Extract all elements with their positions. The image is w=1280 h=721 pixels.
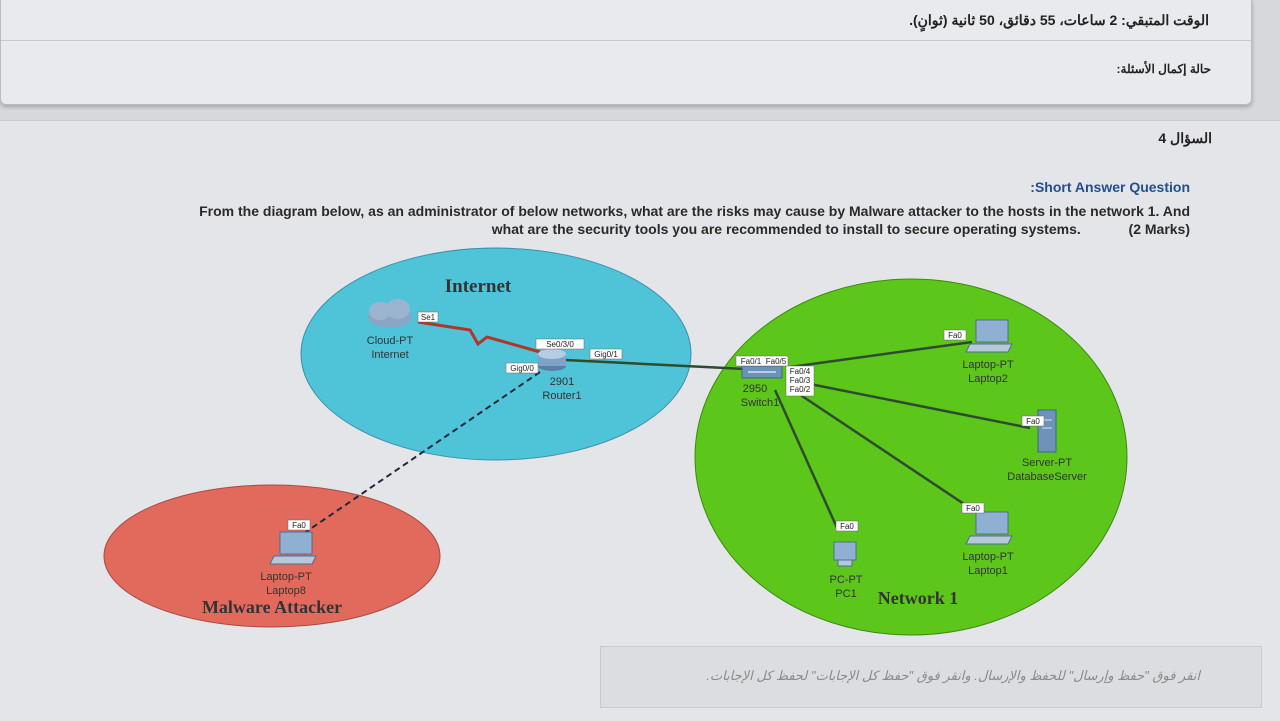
laptop8-name: Laptop8 xyxy=(266,585,306,597)
router-switch-link xyxy=(564,358,766,372)
switch-pc1-link xyxy=(773,389,840,531)
switch-server-link xyxy=(789,378,1031,430)
save-instructions: انقر فوق "حفظ وإرسال" للحفظ والإرسال. وا… xyxy=(706,668,1200,683)
router-name: Router1 xyxy=(542,390,581,402)
switch-icon[interactable] xyxy=(741,365,783,379)
cloud-icon[interactable] xyxy=(368,299,412,328)
router-icon[interactable] xyxy=(538,349,566,371)
attacker-zone-label: Malware Attacker xyxy=(202,597,342,617)
laptop1-type: Laptop-PT xyxy=(962,551,1014,563)
question-text-line2-row: what are the security tools you are reco… xyxy=(50,220,1190,238)
switch-model: 2950 xyxy=(743,383,767,395)
port-tag xyxy=(287,519,311,531)
laptop1-name: Laptop1 xyxy=(968,565,1008,577)
question-text: From the diagram below, as an administra… xyxy=(50,202,1190,238)
port-tag xyxy=(735,355,789,367)
internet-zone-label: Internet xyxy=(445,276,512,297)
question-text-line1: From the diagram below, as an administra… xyxy=(199,203,1190,219)
time-remaining: الوقت المتبقي: 2 ساعات، 55 دقائق، 50 ثان… xyxy=(909,12,1209,28)
question-number: السؤال 4 xyxy=(1158,130,1212,146)
question-type: :Short Answer Question xyxy=(1030,179,1190,195)
network1-zone-label: Network 1 xyxy=(878,588,958,608)
port-label-sw-fa05: Fa0/5 xyxy=(766,357,787,366)
server-name: DatabaseServer xyxy=(1007,471,1087,483)
switch-laptop1-link xyxy=(789,386,983,518)
cloud-name: Internet xyxy=(371,349,408,361)
laptop8-type: Laptop-PT xyxy=(260,571,312,583)
pc1-name: PC1 xyxy=(835,588,856,600)
divider xyxy=(1,40,1251,41)
port-tag xyxy=(835,520,859,532)
port-tag xyxy=(943,329,967,341)
port-label-sw-fa01: Fa0/1 xyxy=(741,357,762,366)
laptop2-type: Laptop-PT xyxy=(962,359,1014,371)
port-label-sw-fa03: Fa0/3 xyxy=(790,376,811,385)
port-label-router-gig0: Gig0/0 xyxy=(510,364,534,373)
port-label-sw-fa04: Fa0/4 xyxy=(790,367,811,376)
serial-link xyxy=(417,320,541,354)
attacker-zone xyxy=(103,484,441,628)
port-label-sw-fa02: Fa0/2 xyxy=(790,385,811,394)
laptop2-name: Laptop2 xyxy=(968,373,1008,385)
port-tag xyxy=(505,362,539,374)
port-label-laptop8-fa0: Fa0 xyxy=(292,521,306,530)
switch-name: Switch1 xyxy=(741,397,780,409)
port-label-server-fa0: Fa0 xyxy=(1026,417,1040,426)
router-model: 2901 xyxy=(550,376,574,388)
port-tag xyxy=(1021,415,1045,427)
answer-area[interactable] xyxy=(600,646,1262,708)
laptop1-icon[interactable] xyxy=(965,511,1013,545)
switch-laptop2-link xyxy=(789,340,973,369)
question-status-toggle[interactable]: حالة إكمال الأسئلة: xyxy=(1116,62,1211,76)
port-tag xyxy=(417,311,439,323)
port-tag xyxy=(961,502,985,514)
port-label-cloud-se1: Se1 xyxy=(421,313,436,322)
laptop2-icon[interactable] xyxy=(965,319,1013,353)
port-tag xyxy=(535,338,585,350)
port-label-router-gig1: Gig0/1 xyxy=(594,350,618,359)
port-tag xyxy=(589,348,623,360)
port-label-router-se: Se0/3/0 xyxy=(546,340,574,349)
server-type: Server-PT xyxy=(1022,457,1072,469)
port-label-laptop2-fa0: Fa0 xyxy=(948,331,962,340)
pc1-type: PC-PT xyxy=(830,574,863,586)
port-label-laptop1-fa0: Fa0 xyxy=(966,504,980,513)
port-label-pc1-fa0: Fa0 xyxy=(840,522,854,531)
port-tag xyxy=(785,365,815,397)
question-marks: (2 Marks) xyxy=(1128,221,1190,237)
attacker-router-link xyxy=(299,371,541,537)
cloud-type: Cloud-PT xyxy=(367,335,414,347)
question-text-line2: what are the security tools you are reco… xyxy=(491,221,1081,237)
pc1-icon[interactable] xyxy=(833,541,857,567)
timer-panel: الوقت المتبقي: 2 ساعات، 55 دقائق، 50 ثان… xyxy=(0,0,1252,105)
laptop8-icon[interactable] xyxy=(269,531,317,565)
